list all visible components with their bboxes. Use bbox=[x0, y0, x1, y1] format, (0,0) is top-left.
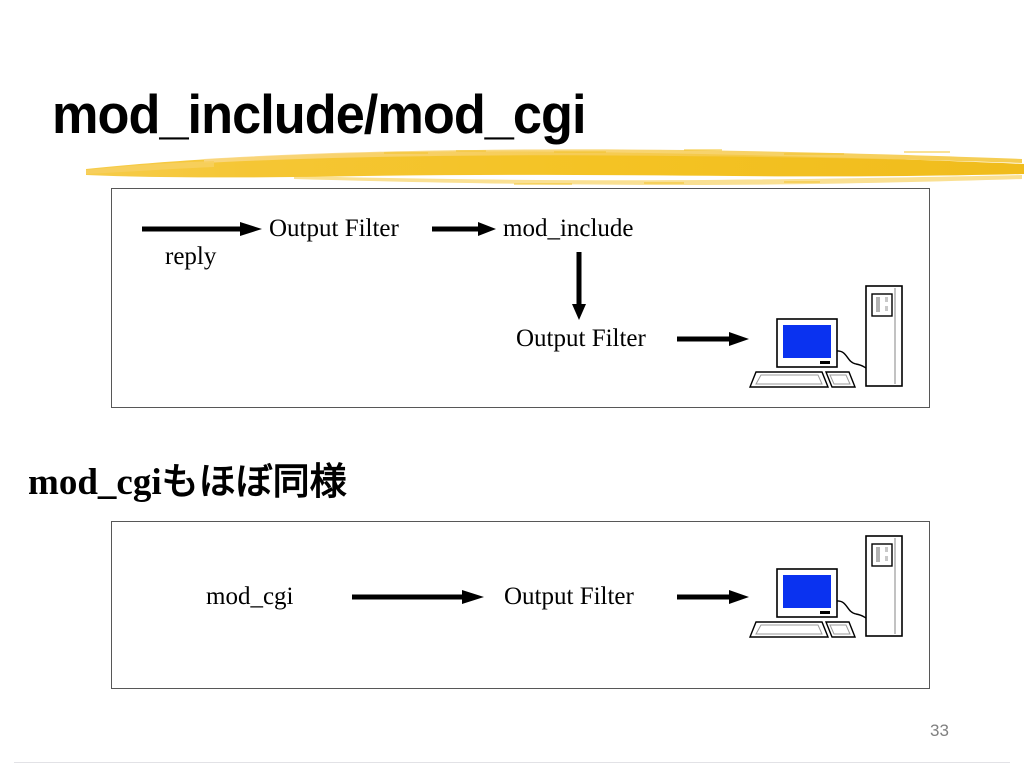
label-output-filter-3: Output Filter bbox=[504, 583, 634, 610]
section-heading-mod-cgi: mod_cgiもほぼ同様 bbox=[28, 462, 347, 503]
footer-divider bbox=[14, 762, 1010, 763]
label-output-filter-2: Output Filter bbox=[516, 325, 646, 352]
label-mod-cgi: mod_cgi bbox=[206, 583, 294, 610]
label-output-filter-1: Output Filter bbox=[269, 215, 399, 242]
page-title: mod_include/mod_cgi bbox=[52, 83, 587, 145]
label-reply: reply bbox=[165, 243, 217, 270]
title-brush-underline bbox=[86, 149, 1024, 185]
page-number: 33 bbox=[930, 721, 949, 740]
label-mod-include: mod_include bbox=[503, 215, 634, 242]
